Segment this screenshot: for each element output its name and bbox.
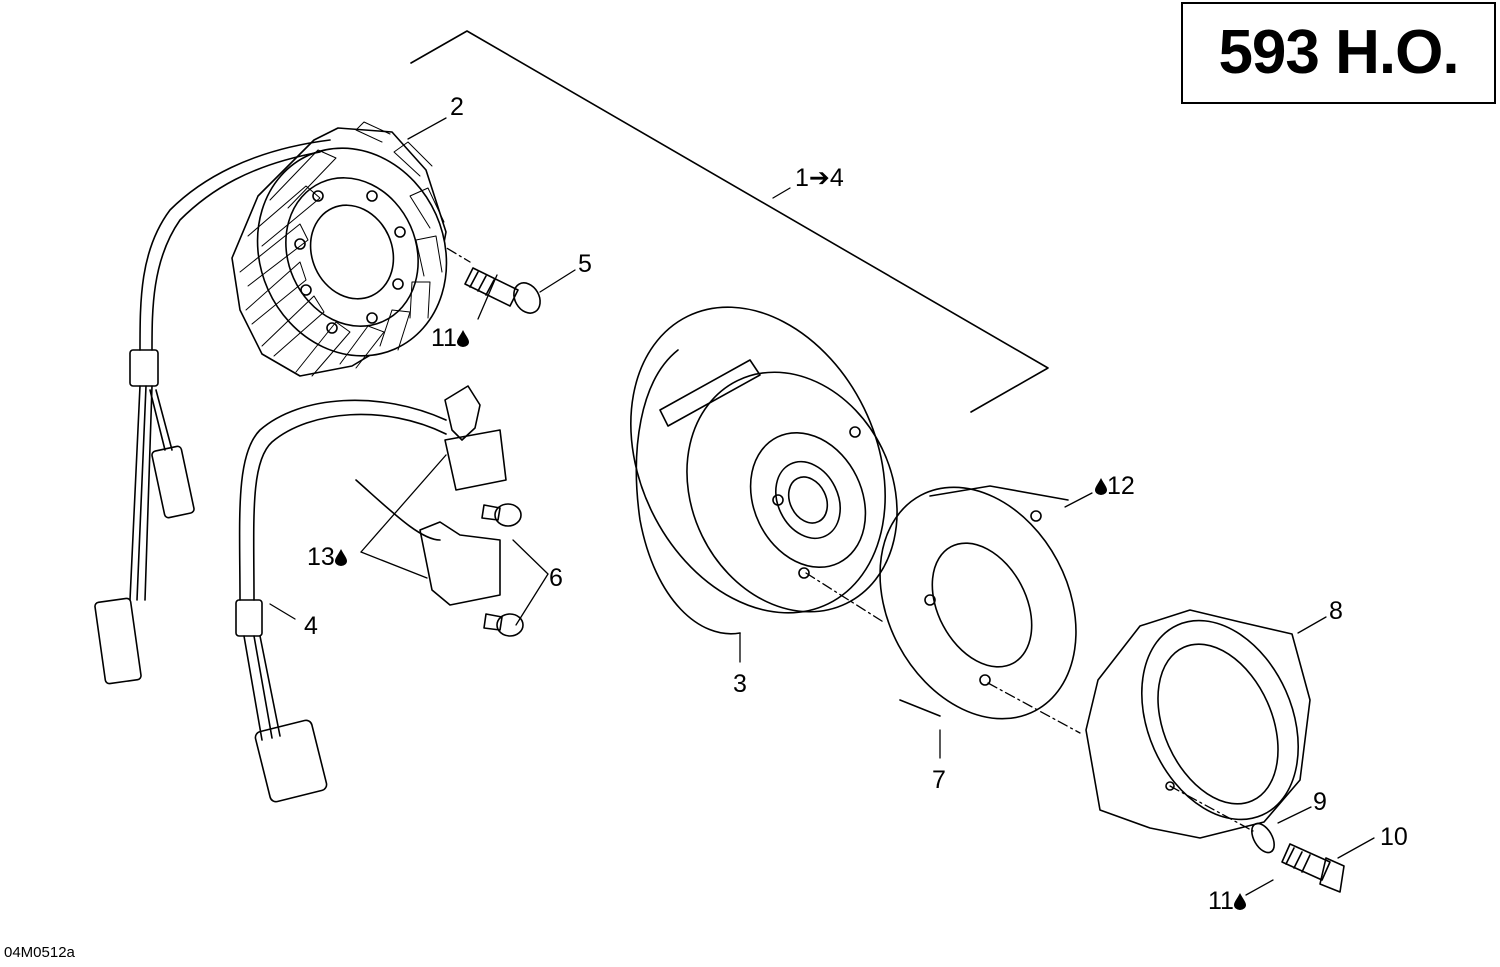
leader-lines xyxy=(269,117,1375,896)
callout-13-number: 13 xyxy=(307,543,335,571)
callout-12: 12 xyxy=(1095,474,1135,499)
oil-drop-icon xyxy=(456,330,469,347)
trigger-coil-harness xyxy=(235,385,507,803)
callout-1-to-4: 1➔4 xyxy=(795,164,844,192)
callout-10: 10 xyxy=(1380,823,1408,851)
stator-harness xyxy=(94,139,331,685)
stator xyxy=(231,121,448,377)
oil-drop-icon xyxy=(1233,893,1246,910)
callout-12-number: 12 xyxy=(1107,472,1135,500)
callout-4: 4 xyxy=(304,612,318,640)
callout-11-lower-number: 11 xyxy=(1208,887,1234,915)
callout-11-lower: 11 xyxy=(1208,889,1246,914)
oil-drop-icon xyxy=(1095,478,1107,495)
assembly-bracket xyxy=(410,30,1049,413)
washer xyxy=(1251,822,1275,854)
starter-cup-bolt xyxy=(1281,843,1345,893)
spacer-ring xyxy=(879,485,1077,720)
stator-screw xyxy=(464,267,541,314)
callout-8: 8 xyxy=(1329,597,1343,625)
model-title: 593 H.O. xyxy=(1218,18,1459,87)
figure-reference-id: 04M0512a xyxy=(4,944,75,961)
callout-5: 5 xyxy=(578,250,592,278)
callout-9: 9 xyxy=(1313,788,1327,816)
callout-6: 6 xyxy=(549,564,563,592)
callout-2: 2 xyxy=(450,93,464,121)
coil-screws xyxy=(481,503,524,637)
callout-3: 3 xyxy=(733,670,747,698)
model-title-box: 593 H.O. xyxy=(1181,2,1496,104)
flywheel xyxy=(630,306,898,635)
callout-7: 7 xyxy=(932,766,946,794)
callout-13: 13 xyxy=(307,545,347,570)
callout-11-upper: 11 xyxy=(431,326,469,351)
callout-11-upper-number: 11 xyxy=(431,324,457,352)
oil-drop-icon xyxy=(334,549,347,566)
starter-cup xyxy=(1085,609,1311,839)
